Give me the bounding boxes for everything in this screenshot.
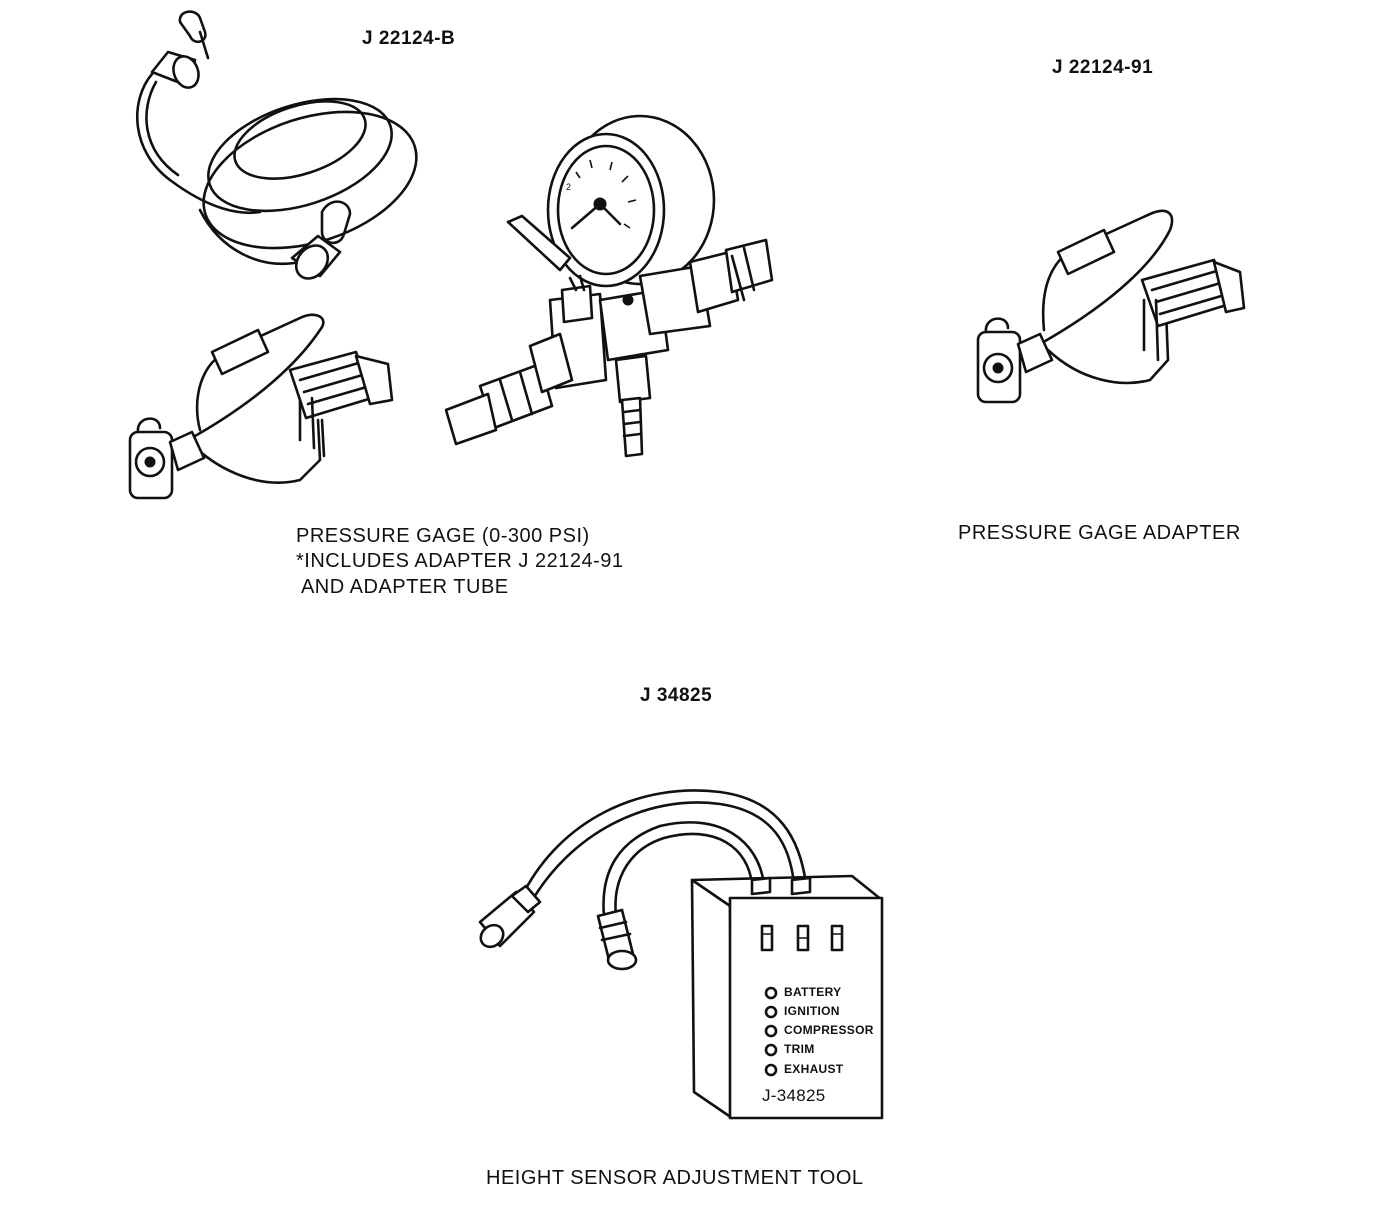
pressure-gage-illustration: 2 [444,114,774,458]
indicator-trim: TRIM [784,1042,815,1056]
indicator-compressor: COMPRESSOR [784,1023,874,1037]
tool-code-gage-adapter: J 22124-91 [1052,57,1154,78]
indicator-battery: BATTERY [784,985,842,999]
tool-code-pressure-gage: J 22124-B [362,28,456,49]
height-sensor-tester-illustration [478,789,884,1120]
height-sensor-caption: HEIGHT SENSOR ADJUSTMENT TOOL [486,1167,864,1189]
pressure-gage-caption-line-2: *INCLUDES ADAPTER J 22124-91 [296,550,624,572]
tool-code-height-sensor: J 34825 [640,685,713,706]
svg-text:2: 2 [566,182,571,192]
adapter-tube-illustration [135,10,418,280]
adapter-cable-left-illustration [128,313,394,500]
gage-adapter-caption: PRESSURE GAGE ADAPTER [958,522,1241,544]
indicator-ignition: IGNITION [784,1004,840,1018]
pressure-gage-caption-line-1: PRESSURE GAGE (0-300 PSI) [296,525,590,547]
pressure-gage-caption-line-3: AND ADAPTER TUBE [296,576,509,598]
gage-adapter-right-illustration [976,209,1246,404]
indicator-exhaust: EXHAUST [784,1062,844,1076]
tester-box-label: J-34825 [762,1086,826,1105]
